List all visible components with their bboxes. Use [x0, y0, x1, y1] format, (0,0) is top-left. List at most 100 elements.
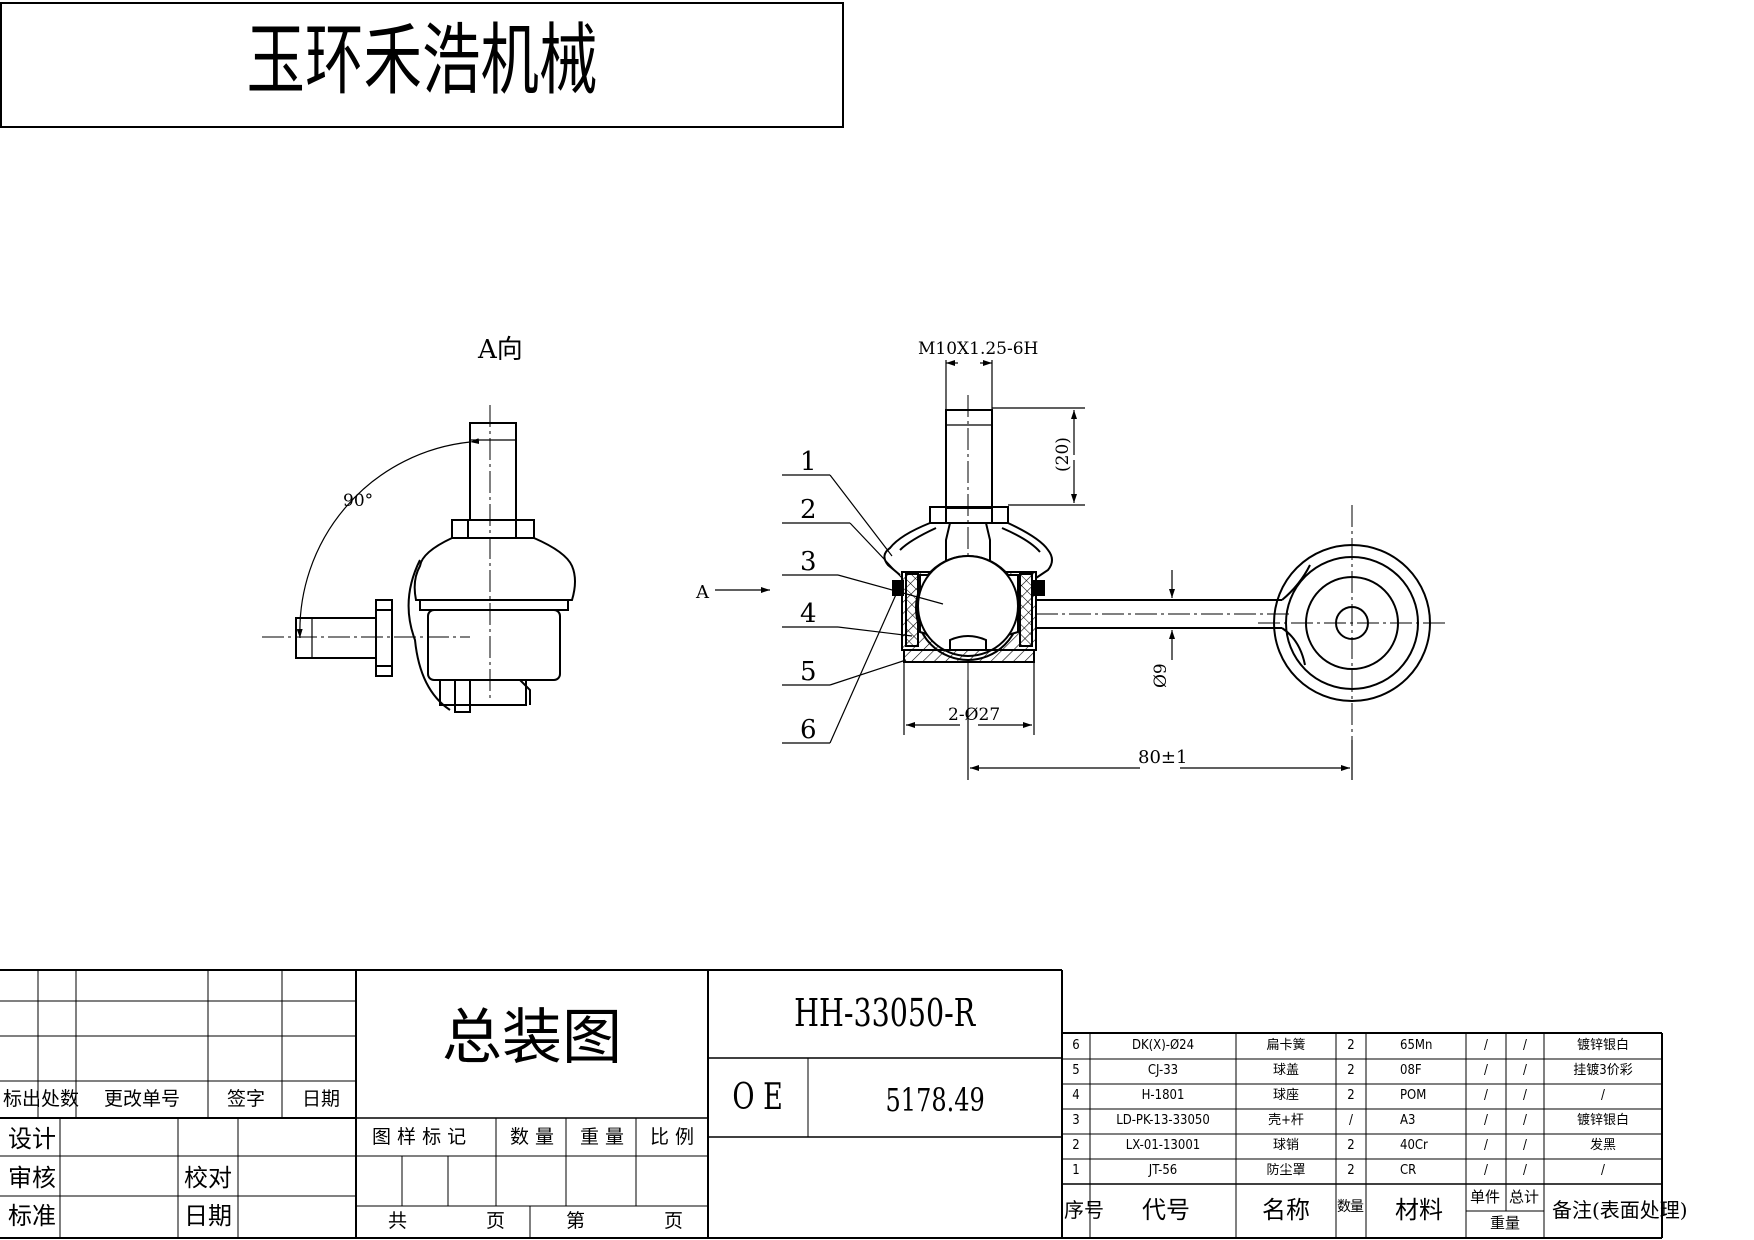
bom-cell-seq: 2: [1072, 1138, 1080, 1153]
bom-header-remark: 备注(表面处理): [1552, 1198, 1688, 1222]
bom-cell-seq: 6: [1072, 1038, 1080, 1053]
info-sheet: 第: [566, 1210, 586, 1232]
bom-header-name: 名称: [1262, 1196, 1310, 1224]
bom-cell-code: LD-PK-13-33050: [1116, 1113, 1210, 1128]
bom-cell-name: 球销: [1272, 1138, 1299, 1153]
info-total: 共: [388, 1210, 408, 1232]
length-dim: 80±1: [1138, 747, 1187, 768]
callout-5: 5: [800, 657, 817, 687]
bom-cell-remark: 发黑: [1589, 1138, 1616, 1153]
thread-dim: M10X1.25-6H: [918, 339, 1038, 359]
bom-cell-name: 壳+杆: [1268, 1113, 1304, 1128]
bom-cell-name: 防尘罩: [1266, 1163, 1306, 1178]
angle-label: 90°: [343, 491, 373, 511]
bom-cell-total: /: [1523, 1063, 1527, 1078]
bom-cell-code: JT-56: [1148, 1163, 1178, 1178]
callout-6: 6: [800, 715, 817, 745]
view-arrow-label: A: [695, 582, 710, 603]
info-scale: 比 例: [650, 1126, 695, 1148]
bom-cell-total: /: [1523, 1113, 1527, 1128]
bom-cell-remark: 镀锌银白: [1576, 1038, 1629, 1053]
rev-header-change-no: 更改单号: [104, 1088, 181, 1110]
bom-cell-unit: /: [1484, 1138, 1488, 1153]
oe-label: O E: [732, 1077, 784, 1118]
callout-3: 3: [800, 547, 817, 577]
bom-cell-qty: 2: [1347, 1088, 1355, 1103]
bom-cell-unit: /: [1484, 1063, 1488, 1078]
bom-cell-code: LX-01-13001: [1125, 1138, 1201, 1153]
a-view: A向 90°: [262, 335, 576, 713]
thread-length-dim: (20): [1053, 437, 1073, 472]
info-quantity: 数 量: [510, 1126, 555, 1148]
callout-1: 1: [800, 447, 817, 477]
bom-cell-unit: /: [1484, 1113, 1488, 1128]
bom-cell-total: /: [1523, 1038, 1527, 1053]
bom-cell-material: 40Cr: [1400, 1138, 1428, 1153]
bom-cell-name: 球座: [1272, 1088, 1299, 1103]
bom-cell-material: 65Mn: [1400, 1038, 1433, 1053]
bom-cell-qty: 2: [1347, 1063, 1355, 1078]
bom-cell-code: DK(X)-Ø24: [1131, 1038, 1195, 1053]
bom-cell-material: 08F: [1400, 1063, 1422, 1078]
bom-header-unit: 单件: [1470, 1188, 1501, 1206]
bom-cell-code: H-1801: [1141, 1088, 1185, 1103]
bom-cell-qty: 2: [1347, 1163, 1355, 1178]
bom-header-qty: 数量: [1337, 1199, 1364, 1215]
callouts: 1 2 3 4 5 6: [782, 447, 944, 745]
bom-header-material: 材料: [1395, 1196, 1443, 1224]
rod-dia-dim: Ø9: [1151, 663, 1171, 688]
part-number: HH-33050-R: [794, 991, 976, 1035]
bom-cell-unit: /: [1484, 1163, 1488, 1178]
bom-header-weight: 重量: [1490, 1214, 1521, 1232]
assembly-drawing: A向 90° A: [262, 335, 1445, 780]
bom-cell-material: POM: [1400, 1088, 1427, 1103]
sig-check: 校对: [184, 1164, 232, 1192]
rev-header-date: 日期: [302, 1088, 341, 1110]
bom-cell-remark: 镀锌银白: [1576, 1113, 1629, 1128]
rev-header-sign: 签字: [227, 1088, 266, 1110]
bom-cell-unit: /: [1484, 1088, 1488, 1103]
company-title-box: [0, 2, 844, 128]
bom-cell-remark: 挂镀3价彩: [1573, 1063, 1633, 1078]
bom-header-total: 总计: [1509, 1188, 1540, 1206]
rev-header-count: 处数: [41, 1088, 80, 1110]
info-weight: 重 量: [580, 1126, 625, 1148]
bom-header-code: 代号: [1142, 1196, 1190, 1224]
bom-cell-seq: 5: [1072, 1063, 1080, 1078]
bom-cell-total: /: [1523, 1088, 1527, 1103]
company-name: 玉环禾浩机械: [246, 16, 598, 106]
info-page2: 页: [664, 1210, 684, 1232]
bom-cell-name: 扁卡簧: [1266, 1038, 1306, 1053]
bom-cell-total: /: [1523, 1138, 1527, 1153]
bom-cell-seq: 3: [1072, 1113, 1080, 1128]
sig-standard: 标准: [8, 1202, 56, 1230]
bom-cell-material: A3: [1400, 1113, 1416, 1128]
bom-cell-seq: 4: [1072, 1088, 1080, 1103]
info-drawing-mark: 图 样 标 记: [372, 1126, 467, 1148]
bom-cell-total: /: [1523, 1163, 1527, 1178]
bom-cell-qty: 2: [1347, 1138, 1355, 1153]
diameter-dim: 2-Ø27: [948, 705, 1000, 725]
bom-cell-material: CR: [1400, 1163, 1417, 1178]
bom-header-seq: 序号: [1064, 1198, 1104, 1222]
bom-cell-unit: /: [1484, 1038, 1488, 1053]
bom-cell-remark: /: [1601, 1163, 1605, 1178]
oe-number: 5178.49: [885, 1081, 985, 1119]
sig-date: 日期: [184, 1202, 232, 1230]
info-page: 页: [486, 1210, 506, 1232]
bom-cell-qty: 2: [1347, 1038, 1355, 1053]
drawing-title: 总装图: [442, 1003, 622, 1073]
a-view-label: A向: [477, 335, 523, 365]
section-view: A: [695, 395, 1445, 780]
rev-header-mark: 标出: [3, 1088, 42, 1110]
bom-cell-remark: /: [1601, 1088, 1605, 1103]
bom-cell-qty: /: [1349, 1113, 1353, 1128]
bom-cell-seq: 1: [1072, 1163, 1080, 1178]
sig-review: 审核: [8, 1164, 56, 1192]
sig-design: 设计: [8, 1125, 56, 1153]
callout-4: 4: [800, 599, 817, 629]
bom-cell-code: CJ-33: [1147, 1063, 1179, 1078]
bom-cell-name: 球盖: [1272, 1063, 1299, 1078]
dimensions: M10X1.25-6H (20) 2-Ø27 Ø9 80±1: [903, 339, 1353, 780]
